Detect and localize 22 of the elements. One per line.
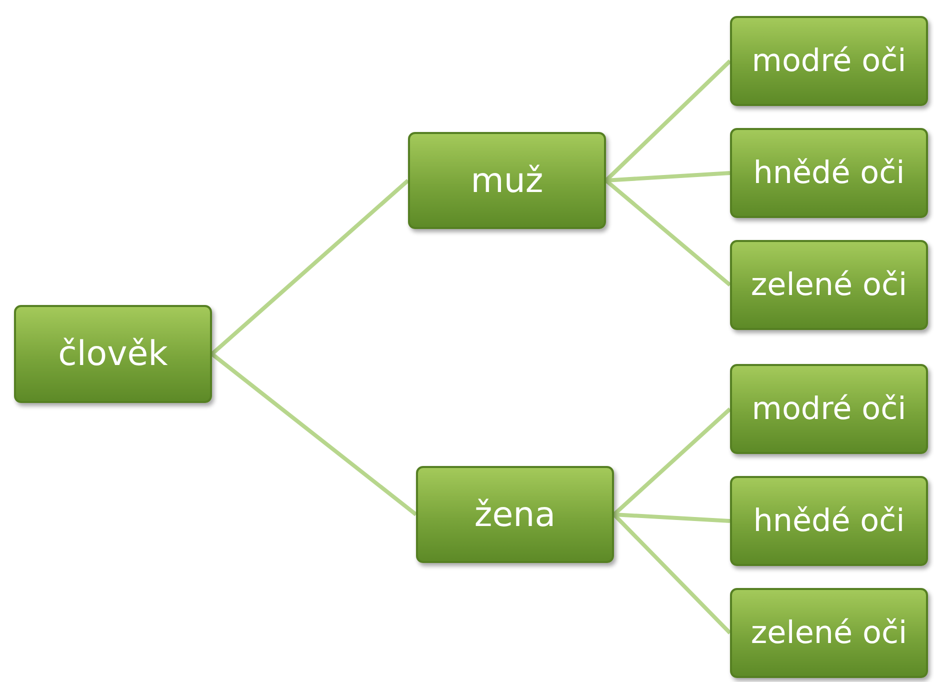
- node-label: hnědé oči: [753, 503, 905, 539]
- connector-line: [210, 352, 418, 516]
- node-label: hnědé oči: [753, 155, 905, 191]
- process-box: [730, 16, 928, 106]
- node-label: zelené oči: [750, 615, 908, 651]
- node-label: žena: [474, 494, 556, 534]
- node-label: modré oči: [752, 391, 906, 427]
- process-box: [730, 128, 928, 218]
- process-box: [730, 364, 928, 454]
- node-label: modré oči: [752, 43, 906, 79]
- process-box: [408, 132, 606, 229]
- process-box: [14, 305, 212, 403]
- connector-line: [210, 179, 410, 356]
- process-box: [730, 240, 928, 330]
- process-box: [416, 466, 614, 563]
- node-label: muž: [470, 160, 544, 200]
- process-box: [730, 588, 928, 678]
- process-box: [730, 476, 928, 566]
- node-label: zelené oči: [750, 267, 908, 303]
- connector-line: [612, 408, 732, 516]
- connector-line: [614, 512, 730, 523]
- node-label: člověk: [58, 334, 168, 374]
